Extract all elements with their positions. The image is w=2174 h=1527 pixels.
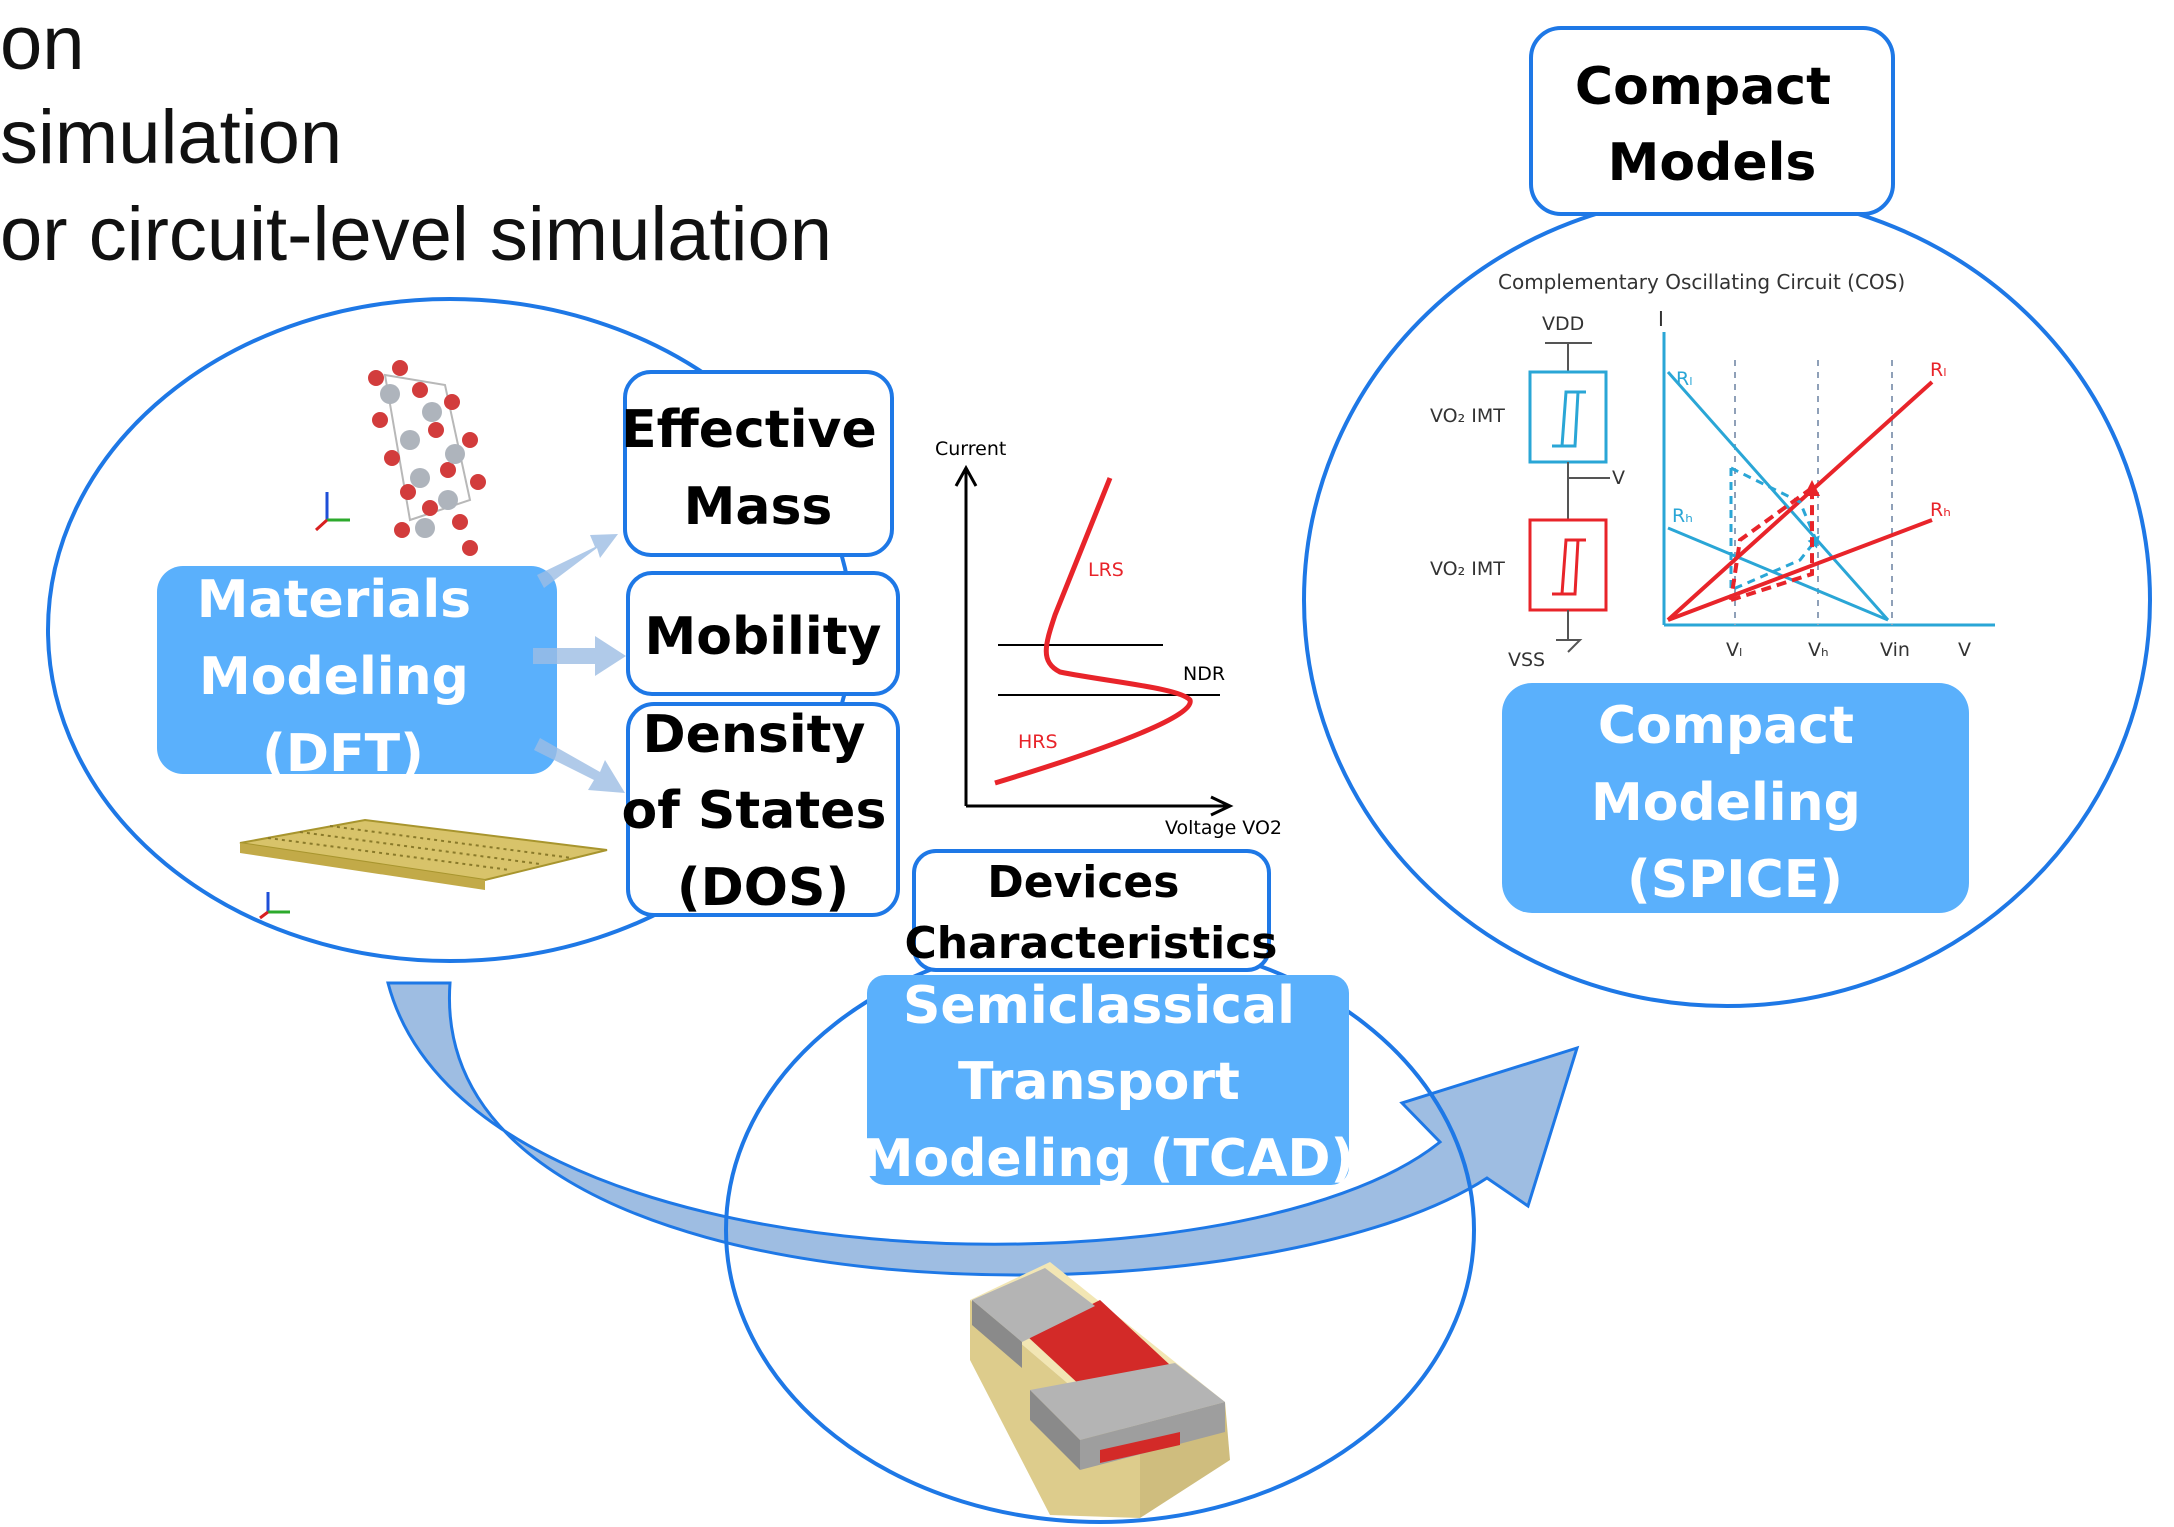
cos-tick-vl: Vₗ	[1726, 639, 1742, 661]
cos-v-node-label: V	[1612, 467, 1625, 489]
devices-characteristics-box	[912, 849, 1271, 972]
mobility-label: Mobility	[645, 607, 882, 667]
bullet-line-3: or circuit-level simulation	[0, 192, 833, 277]
cos-vss-label: VSS	[1508, 649, 1545, 671]
cos-x-axis-label: V	[1958, 639, 1971, 661]
cos-imt-label-bottom: VO₂ IMT	[1430, 558, 1505, 580]
cos-rh-label: Rₕ	[1672, 505, 1693, 527]
cos-rl-right-label: Rₗ	[1930, 359, 1946, 381]
iv-ylabel: Current	[935, 438, 1006, 460]
tcad-label: Semiclassical Transport Modeling (TCAD)	[862, 976, 1355, 1189]
imt-device-top	[1528, 370, 1608, 464]
cos-tick-vin: Vin	[1880, 639, 1910, 661]
cos-imt-label-top: VO₂ IMT	[1430, 405, 1505, 427]
cos-rh-right-label: Rₕ	[1930, 499, 1951, 521]
compact-models-box	[1529, 26, 1895, 216]
cos-title: Complementary Oscillating Circuit (COS)	[1498, 270, 1905, 294]
layer-structure-image	[239, 818, 608, 920]
dos-label: Density of States (DOS)	[621, 705, 904, 918]
cos-rl-label: Rₗ	[1676, 368, 1692, 390]
bullet-line-2: simulation	[0, 95, 343, 180]
compact-models-label: Compact Models	[1575, 57, 1849, 193]
mobility-box	[626, 571, 900, 696]
bullet-line-1: on	[0, 1, 85, 86]
devices-characteristics-label: Devices Characteristics	[904, 857, 1277, 969]
crystal-structure-image	[314, 360, 486, 556]
spice-label: Compact Modeling (SPICE)	[1591, 696, 1879, 910]
iv-region-ndr: NDR	[1183, 663, 1225, 685]
iv-chart: Current Voltage VO2 LRS NDR HRS	[935, 438, 1282, 839]
cos-vdd-label: VDD	[1542, 313, 1584, 335]
materials-modeling-label: Materials Modeling (DFT)	[197, 570, 489, 784]
cos-y-axis-label: I	[1658, 307, 1664, 331]
materials-modeling-box	[157, 566, 557, 774]
dos-box	[626, 702, 900, 917]
device-3d-image	[970, 1262, 1230, 1518]
iv-region-hrs: HRS	[1018, 731, 1058, 753]
iv-region-lrs: LRS	[1088, 559, 1124, 581]
cos-tick-vh: Vₕ	[1808, 639, 1829, 661]
tcad-box	[867, 975, 1349, 1185]
iv-curve	[994, 477, 1193, 786]
property-arrows	[533, 534, 626, 793]
imt-device-bottom	[1528, 518, 1608, 612]
spice-box	[1502, 683, 1969, 913]
cos-figure: Complementary Oscillating Circuit (COS) …	[1430, 270, 1995, 671]
flow-arrow	[386, 981, 1580, 1277]
effective-mass-box	[623, 370, 894, 557]
effective-mass-label: Effective Mass	[621, 400, 895, 537]
iv-xlabel: Voltage VO2	[1165, 817, 1282, 839]
